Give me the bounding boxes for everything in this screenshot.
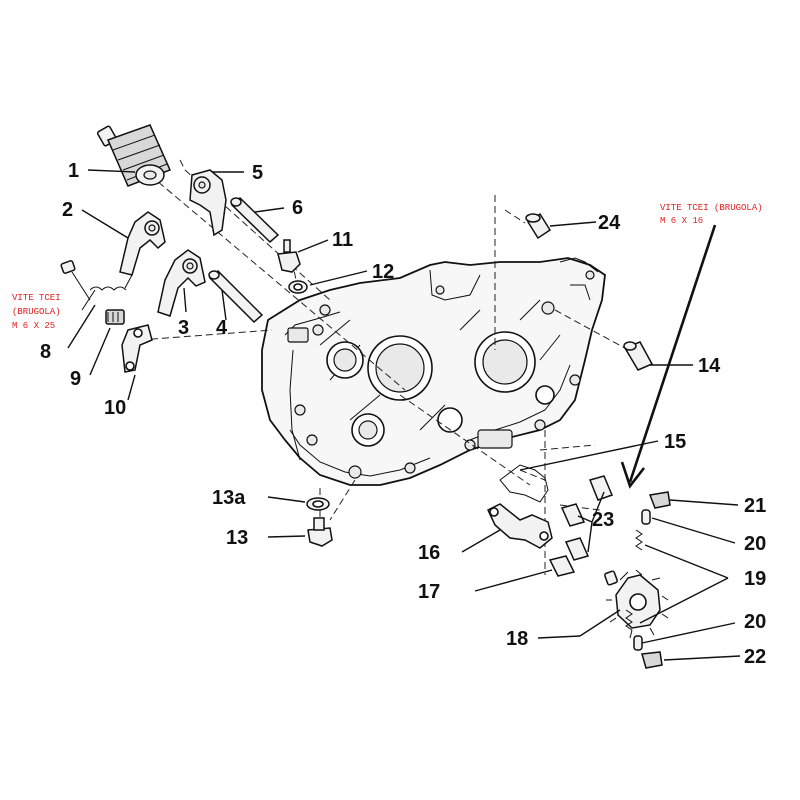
label-part-12: 12 xyxy=(372,261,394,283)
shift-fork-5-part xyxy=(189,169,227,237)
pump-gear-18-part xyxy=(604,569,669,639)
spring-8-part xyxy=(81,274,133,311)
lever-10-part xyxy=(121,324,153,373)
screw-17-part xyxy=(548,555,576,577)
label-part-24: 24 xyxy=(598,212,621,234)
selector-drum-part xyxy=(96,124,172,187)
label-part-18: 18 xyxy=(506,628,528,650)
label-part-13: 13 xyxy=(226,527,248,549)
plate-16-part xyxy=(487,503,553,549)
label-part-9: 9 xyxy=(70,368,81,390)
note-left-line2: (BRUGOLA) xyxy=(12,307,61,317)
plunger-20-lower-part xyxy=(633,635,643,651)
washer-12-part xyxy=(288,280,308,294)
leader-lines xyxy=(67,169,741,661)
shift-fork-3-part xyxy=(157,249,206,317)
note-left-line1: VITE TCEI xyxy=(12,293,61,303)
label-part-17: 17 xyxy=(418,581,440,603)
label-part-15: 15 xyxy=(664,431,686,453)
label-part-2: 2 xyxy=(62,199,73,221)
screw-14-part xyxy=(623,341,654,371)
shim-21-part xyxy=(648,491,671,509)
label-part-16: 16 xyxy=(418,542,440,564)
label-part-14: 14 xyxy=(698,355,721,377)
label-part-5: 5 xyxy=(252,162,263,184)
label-part-10: 10 xyxy=(104,397,126,419)
plunger-20-upper-part xyxy=(641,509,651,525)
note-right-line2: M 6 X 16 xyxy=(660,216,703,226)
reference-arrow xyxy=(620,224,717,489)
label-part-1: 1 xyxy=(68,160,79,182)
label-part-8: 8 xyxy=(40,341,51,363)
screws-23-part xyxy=(560,475,613,561)
dowel-24-part xyxy=(525,212,552,240)
switch-11-part xyxy=(277,239,301,273)
label-part-11: 11 xyxy=(332,229,353,251)
shim-22-part xyxy=(641,651,663,669)
plug-13-part xyxy=(307,517,333,547)
label-part-19: 19 xyxy=(744,568,766,590)
spring-19-part xyxy=(625,529,643,631)
fork-shaft-4-part xyxy=(208,269,264,324)
spring-9-part xyxy=(105,309,125,325)
label-part-13a: 13a xyxy=(212,487,246,509)
shift-fork-2-part xyxy=(119,211,166,276)
label-part-4: 4 xyxy=(216,317,228,339)
label-part-20-lower: 20 xyxy=(744,611,766,633)
crankcase-part xyxy=(261,257,606,486)
label-part-21: 21 xyxy=(744,495,766,517)
part-number-labels: 1 2 3 4 5 6 8 9 10 11 12 13a 13 14 15 16… xyxy=(40,160,766,668)
label-part-6: 6 xyxy=(292,197,303,219)
gasket-15-part xyxy=(499,464,549,503)
screw-8-part xyxy=(60,260,91,301)
note-left-line3: M 6 X 25 xyxy=(12,321,55,331)
label-part-3: 3 xyxy=(178,317,189,339)
label-part-22: 22 xyxy=(744,646,766,668)
fork-shaft-6-part xyxy=(230,196,280,244)
label-part-20-upper: 20 xyxy=(744,533,766,555)
note-right-line1: VITE TCEI (BRUGOLA) xyxy=(660,203,763,213)
washer-13a-part xyxy=(306,497,330,511)
label-part-23: 23 xyxy=(592,509,614,531)
screw-note-right: VITE TCEI (BRUGOLA) M 6 X 16 xyxy=(660,203,763,226)
screw-note-left: VITE TCEI (BRUGOLA) M 6 X 25 xyxy=(12,293,61,331)
